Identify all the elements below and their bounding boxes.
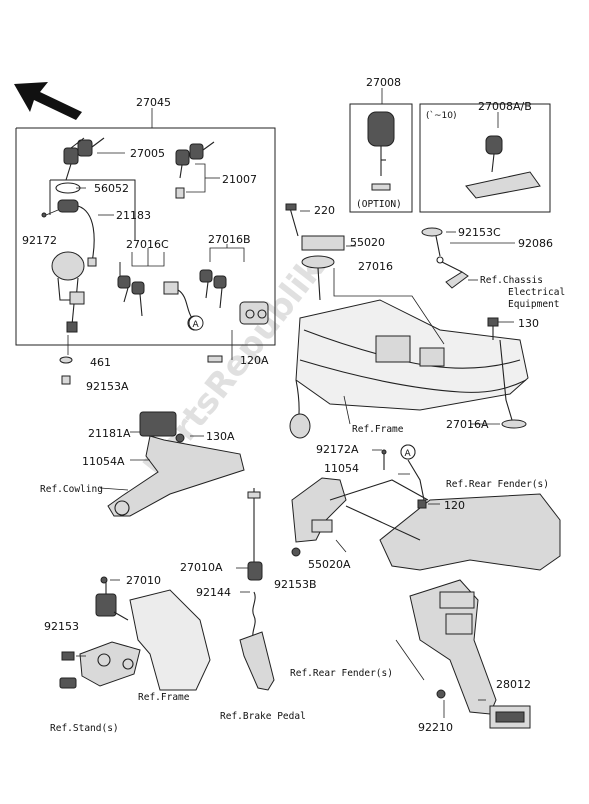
label-120: 120 — [444, 499, 465, 512]
label-ref-rear-fender-bottom: Ref.Rear Fender(s) — [290, 668, 393, 679]
key-set-group — [15, 108, 276, 346]
key-pair-21007 — [175, 141, 220, 199]
lock-set-27016 — [117, 244, 269, 363]
label-92210: 92210 — [418, 721, 453, 734]
frame-assembly — [285, 203, 529, 439]
label-27005: 27005 — [130, 147, 165, 160]
rear-fender-section — [291, 444, 561, 571]
label-21181a: 21181A — [88, 427, 131, 440]
option-key-27008 — [349, 88, 413, 213]
label-220: 220 — [314, 204, 335, 217]
label-ref-frame-bottom: Ref.Frame — [138, 692, 190, 703]
front-direction-arrow-icon — [14, 82, 82, 120]
label-ref-cowling: Ref.Cowling — [40, 484, 103, 495]
label-option: (OPTION) — [356, 199, 402, 210]
label-120a: 120A — [240, 354, 269, 367]
label-130a: 130A — [206, 430, 235, 443]
label-ref-equipment: Equipment — [508, 299, 559, 310]
marker-a-right: A — [400, 444, 416, 460]
label-27016: 27016 — [358, 260, 393, 273]
label-130: 130 — [518, 317, 539, 330]
label-55020: 55020 — [350, 236, 385, 249]
label-56052: 56052 — [94, 182, 129, 195]
label-461: 461 — [90, 356, 111, 369]
label-92153c: 92153C — [458, 226, 501, 239]
cowling-bracket — [99, 411, 245, 517]
label-11054a: 11054A — [82, 455, 125, 468]
label-92153a: 92153A — [86, 380, 129, 393]
label-92086: 92086 — [518, 237, 553, 250]
svg-text:A: A — [193, 320, 200, 330]
svg-text:A: A — [405, 449, 412, 459]
label-ref-electrical: Electrical — [508, 287, 565, 298]
label-ref-rear-fender-top: Ref.Rear Fender(s) — [446, 479, 549, 490]
label-92153: 92153 — [44, 620, 79, 633]
label-21007: 21007 — [222, 173, 257, 186]
side-stand-switch — [59, 576, 211, 691]
label-27016c: 27016C — [126, 238, 169, 251]
label-92153b: 92153B — [274, 578, 317, 591]
label-28012: 28012 — [496, 678, 531, 691]
marker-a-left: A — [188, 315, 204, 331]
option-key-27008ab — [419, 103, 551, 213]
label-11054: 11054 — [324, 462, 359, 475]
brake-switch-assembly — [236, 488, 275, 691]
label-range: (`~10) — [426, 110, 457, 121]
ignition-switch — [41, 182, 114, 385]
label-27010: 27010 — [126, 574, 161, 587]
label-27045: 27045 — [136, 96, 171, 109]
label-92172: 92172 — [22, 234, 57, 247]
label-27016b: 27016B — [208, 233, 251, 246]
label-ref-stand: Ref.Stand(s) — [50, 723, 119, 734]
label-27010a: 27010A — [180, 561, 223, 574]
cable-tie-group — [421, 227, 515, 340]
label-92144: 92144 — [196, 586, 231, 599]
label-21183: 21183 — [116, 209, 151, 222]
license-plate-bracket — [395, 579, 531, 729]
label-27016a: 27016A — [446, 418, 489, 431]
label-27008ab: 27008A/B — [478, 100, 532, 113]
label-92172a: 92172A — [316, 443, 359, 456]
label-27008: 27008 — [366, 76, 401, 89]
key-pair-27005 — [63, 137, 125, 181]
label-55020a: 55020A — [308, 558, 351, 571]
label-ref-brake-pedal: Ref.Brake Pedal — [220, 711, 306, 722]
label-ref-chassis: Ref.Chassis — [480, 275, 543, 286]
label-ref-frame-top: Ref.Frame — [352, 424, 404, 435]
